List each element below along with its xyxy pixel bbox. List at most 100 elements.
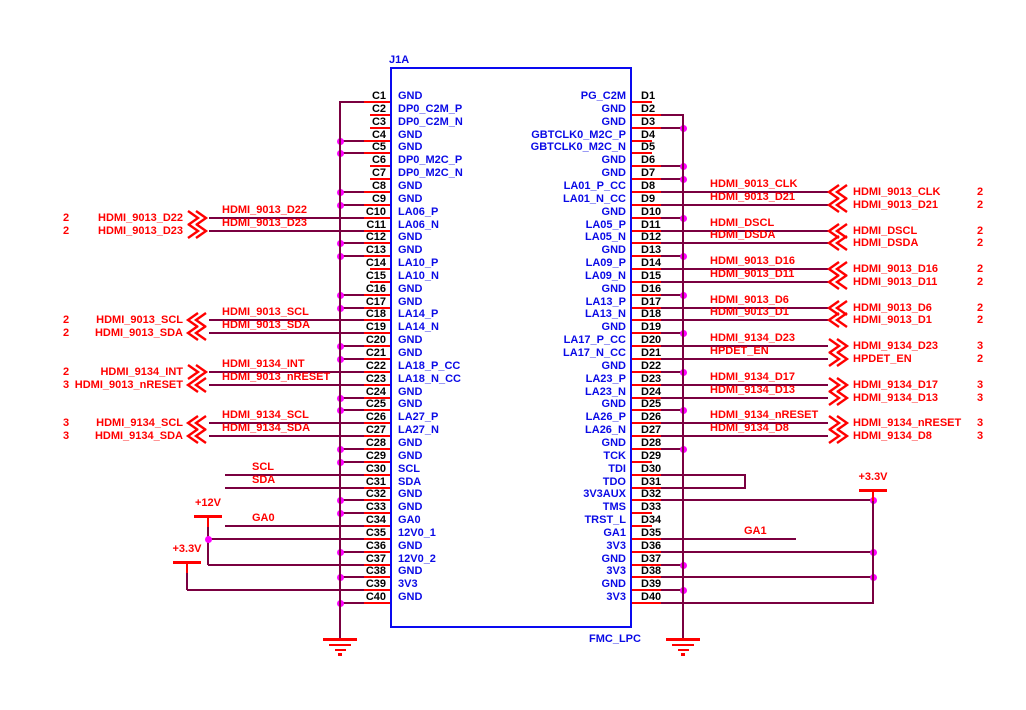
net-label-HDMI_DSCL: HDMI_DSCL: [710, 217, 775, 229]
pin-number-D8: D8: [641, 180, 656, 192]
offpage-page-HDMI_9134_D8: 3: [976, 430, 984, 442]
wire-D14: [661, 268, 828, 270]
pin-number-C39: C39: [365, 578, 386, 590]
pin-number-C32: C32: [365, 488, 386, 500]
pin-stub-D32: [632, 499, 661, 501]
net-label-SCL: SCL: [252, 461, 274, 473]
offpage-chevron-HDMI_9134_D23: [828, 338, 850, 354]
pin-name-C23: LA18_N_CC: [398, 373, 461, 385]
pin-stub-D3: [632, 127, 661, 129]
pin-number-C40: C40: [365, 591, 386, 603]
net-label-HDMI_9013_D1: HDMI_9013_D1: [710, 306, 789, 318]
power-symbol-3v3-left-bar: [173, 561, 201, 564]
pin-stub-C24: [364, 397, 390, 399]
pin-name-C4: GND: [398, 129, 423, 141]
wire-C35: [208, 538, 364, 540]
pin-number-D17: D17: [641, 296, 662, 308]
pin-name-D36: 3V3: [606, 540, 626, 552]
pin-stub-C16: [364, 294, 390, 296]
offpage-name-HDMI_9013_D1: HDMI_9013_D1: [853, 314, 932, 326]
pin-stub-D12: [632, 242, 661, 244]
wire-C10: [209, 217, 364, 219]
wire-D11: [661, 230, 828, 232]
pin-name-C6: DP0_M2C_P: [398, 154, 463, 166]
pin-name-D31: TDO: [602, 476, 626, 488]
wire-D26: [661, 422, 828, 424]
pin-name-C36: GND: [398, 540, 423, 552]
pin-name-D40: 3V3: [606, 591, 626, 603]
net-label-HDMI_9013_D22: HDMI_9013_D22: [222, 204, 307, 216]
pin-number-C22: C22: [365, 360, 386, 372]
wire-C27: [209, 435, 364, 437]
pin-stub-C5: [364, 152, 390, 154]
offpage-name-HDMI_9013_D11: HDMI_9013_D11: [853, 276, 938, 288]
pin-stub-D6: [632, 165, 661, 167]
pin-stub-C23: [364, 384, 390, 386]
power-symbol-3v3-left-label: +3.3V: [172, 543, 202, 555]
pin-number-C6: C6: [371, 154, 386, 166]
pin-name-C1: GND: [398, 90, 423, 102]
pin-stub-C11: [364, 230, 390, 232]
wire-C29: [339, 461, 364, 463]
pin-number-C18: C18: [365, 308, 386, 320]
pin-name-D11: LA05_P: [585, 219, 626, 231]
wire-C37: [208, 564, 364, 566]
pin-number-D14: D14: [641, 257, 662, 269]
pin-stub-D26: [632, 422, 661, 424]
pin-name-D39: GND: [601, 578, 626, 590]
pin-name-D38: 3V3: [606, 565, 626, 577]
wire-D39: [661, 589, 684, 591]
pin-stub-D27: [632, 435, 661, 437]
pin-stub-C3: [370, 127, 390, 129]
pin-stub-C20: [364, 345, 390, 347]
wire-D32: [661, 499, 874, 501]
offpage-chevron-HDMI_9134_SCL: [185, 415, 207, 431]
pin-stub-C30: [364, 474, 390, 476]
pin-stub-D15: [632, 281, 661, 283]
pin-number-C29: C29: [365, 450, 386, 462]
pin-number-D13: D13: [641, 244, 662, 256]
power-symbol-12v-label: +12V: [195, 497, 221, 509]
pin-stub-D28: [632, 448, 661, 450]
pin-name-D1: PG_C2M: [580, 90, 626, 102]
pin-number-C33: C33: [365, 501, 386, 513]
offpage-name-HDMI_9013_SCL: HDMI_9013_SCL: [96, 314, 183, 326]
net-label-HDMI_9134_INT: HDMI_9134_INT: [222, 358, 305, 370]
offpage-page-HDMI_9134_D17: 3: [976, 379, 984, 391]
pin-number-D11: D11: [641, 219, 661, 231]
pin-name-D10: GND: [601, 206, 626, 218]
net-label-HDMI_9013_SCL: HDMI_9013_SCL: [222, 306, 309, 318]
net-label-HDMI_9134_D23: HDMI_9134_D23: [710, 332, 795, 344]
pin-name-C29: GND: [398, 450, 423, 462]
offpage-name-HDMI_9134_SDA: HDMI_9134_SDA: [94, 430, 183, 442]
offpage-page-HDMI_9013_SCL: 2: [62, 314, 70, 326]
pin-name-D25: GND: [601, 398, 626, 410]
pin-number-D21: D21: [641, 347, 662, 359]
pin-stub-D29: [632, 461, 652, 463]
pin-name-C28: GND: [398, 437, 423, 449]
wire-D18: [661, 319, 828, 321]
offpage-name-HDMI_9134_D13: HDMI_9134_D13: [853, 392, 938, 404]
pin-name-D3: GND: [601, 116, 626, 128]
pin-name-C37: 12V0_2: [398, 553, 436, 565]
wire-C25: [339, 409, 364, 411]
pin-number-D25: D25: [641, 398, 662, 410]
fmc-connector-body: [390, 67, 632, 628]
wire-D27: [661, 435, 828, 437]
net-label-HDMI_9013_nRESET: HDMI_9013_nRESET: [222, 371, 331, 383]
pin-stub-D31: [632, 487, 661, 489]
pin-name-D15: LA09_N: [585, 270, 626, 282]
ground-symbol-right-bar3: [677, 648, 689, 651]
pin-stub-D1: [632, 101, 652, 103]
pin-stub-D4: [632, 140, 652, 142]
wire-D25: [661, 409, 684, 411]
pin-name-C8: GND: [398, 180, 423, 192]
wire-D10: [661, 217, 684, 219]
pin-name-D32: 3V3AUX: [583, 488, 626, 500]
pin-number-D6: D6: [641, 154, 656, 166]
wire-D20: [661, 345, 828, 347]
offpage-name-HDMI_9134_D23: HDMI_9134_D23: [853, 340, 938, 352]
pin-number-D34: D34: [641, 514, 662, 526]
offpage-name-HDMI_9134_D8: HDMI_9134_D8: [853, 430, 932, 442]
